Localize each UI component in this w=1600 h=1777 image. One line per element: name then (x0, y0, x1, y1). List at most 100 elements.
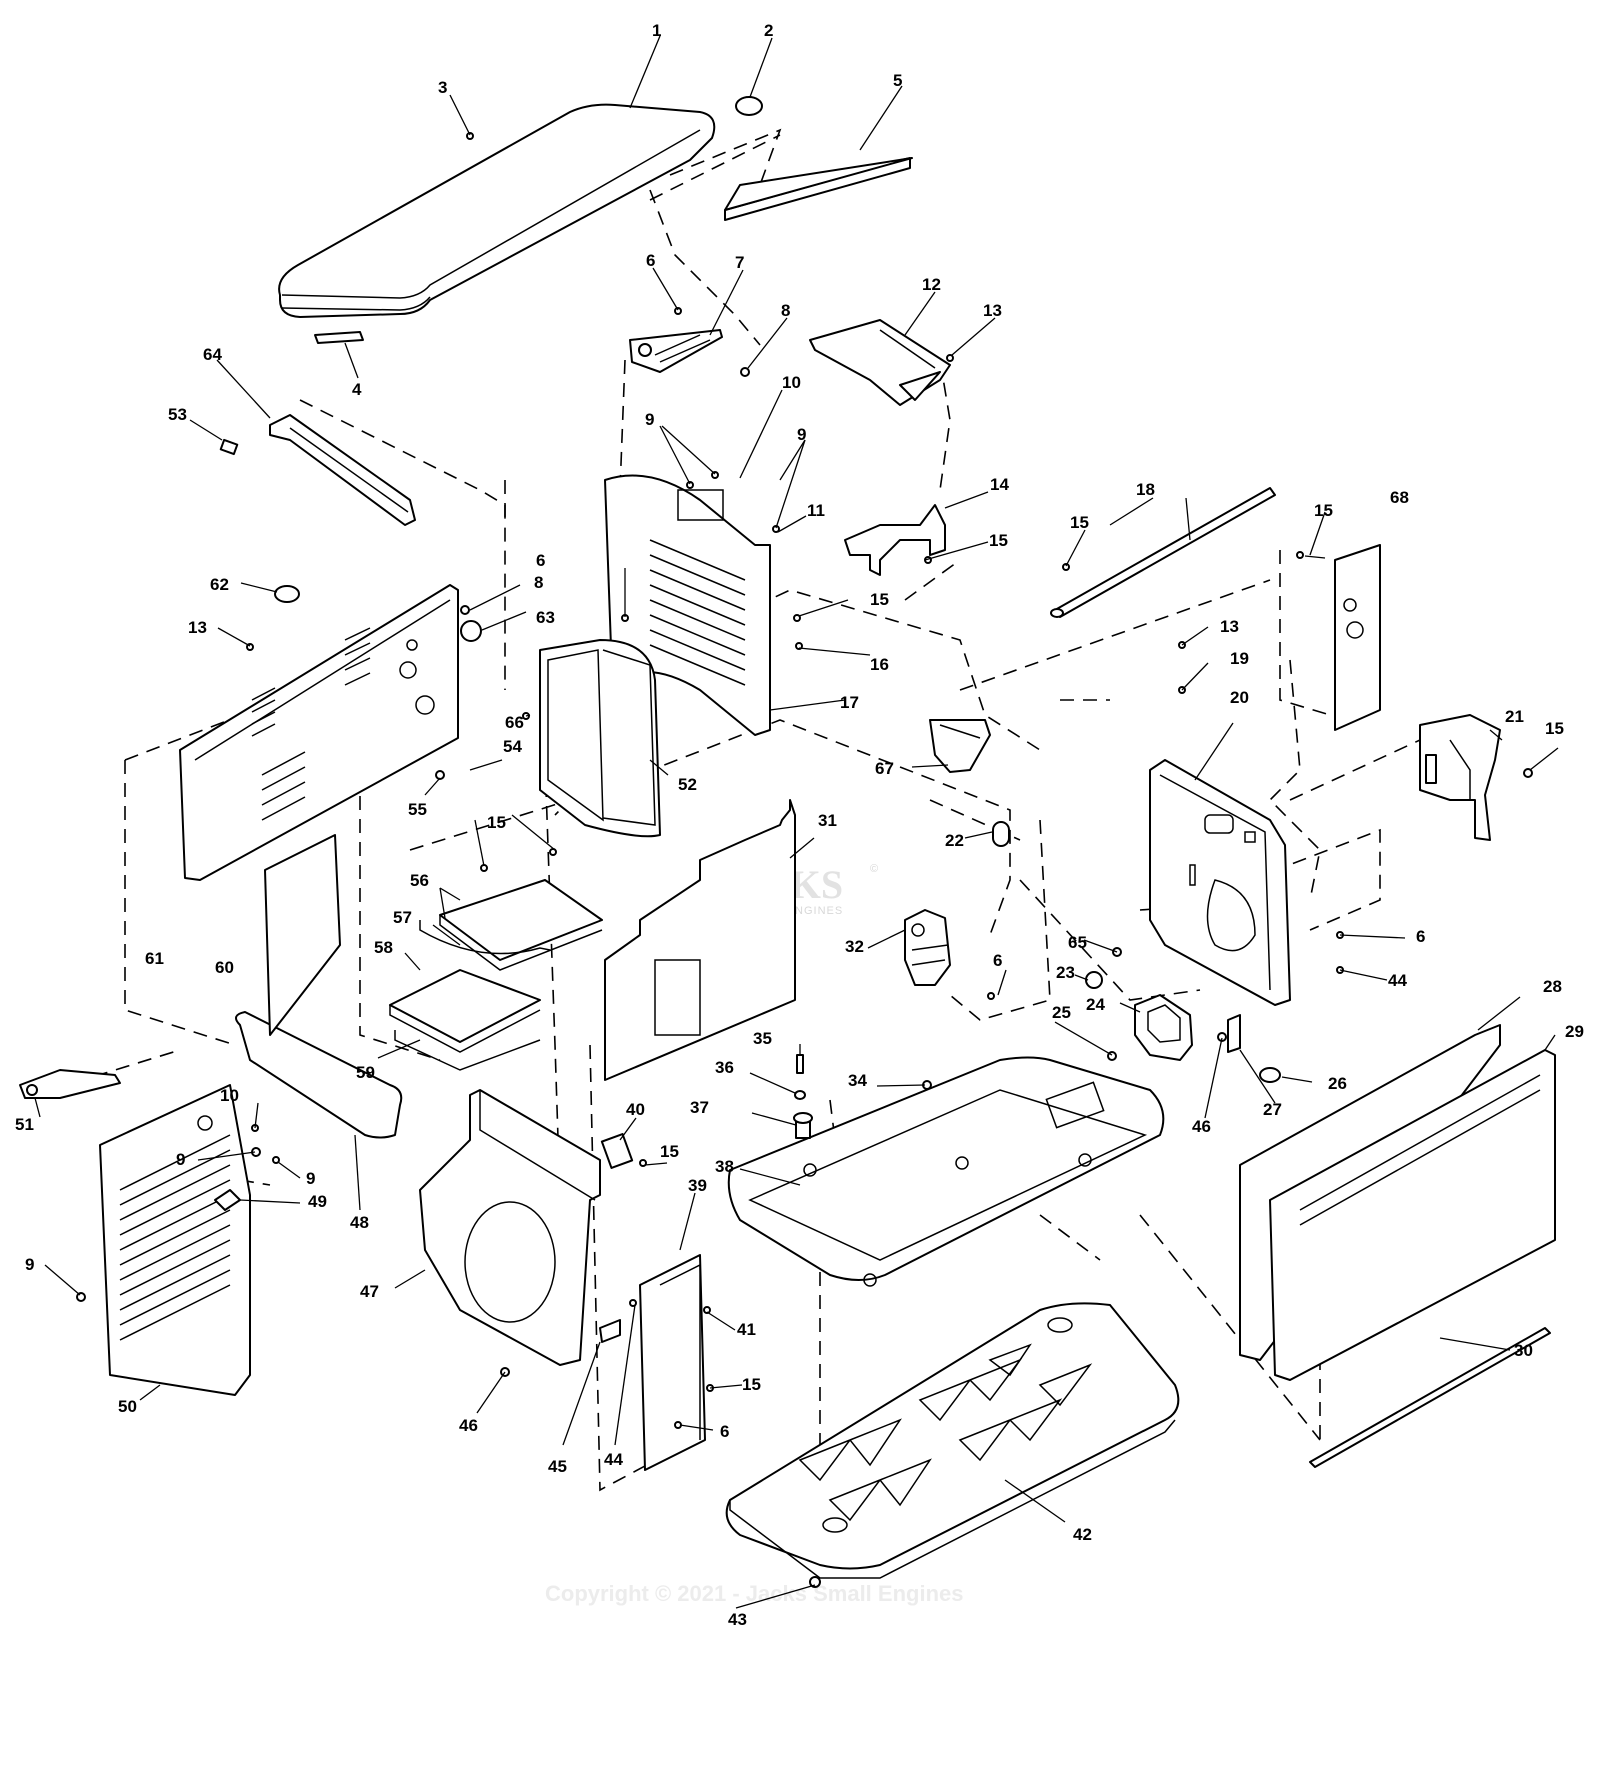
part-64-rail (269, 414, 416, 526)
callout-44: 44 (1388, 971, 1407, 990)
part-31-baffle-panel (604, 799, 796, 1081)
part-42-bottom-pan (725, 1302, 1180, 1579)
callout-9: 9 (25, 1255, 34, 1274)
callout-10: 10 (220, 1086, 239, 1105)
callout-58: 58 (374, 938, 393, 957)
callout-32: 32 (845, 937, 864, 956)
callout-36: 36 (715, 1058, 734, 1077)
callouts: 1 2 3 4 5 6 7 8 12 13 64 53 10 9 9 11 14… (15, 21, 1584, 1629)
callout-6: 6 (1416, 927, 1425, 946)
callout-59: 59 (356, 1063, 375, 1082)
callout-30: 30 (1514, 1341, 1533, 1360)
part-37-mount (793, 1112, 813, 1139)
callout-7: 7 (735, 253, 744, 272)
callout-15: 15 (1545, 719, 1564, 738)
part-4-block (314, 331, 364, 344)
callout-18: 18 (1136, 480, 1155, 499)
callout-6: 6 (536, 551, 545, 570)
part-1-top-cover (278, 103, 716, 318)
callout-24: 24 (1086, 995, 1105, 1014)
part-48-trim (235, 1011, 403, 1139)
part-32-gas-valve (904, 909, 951, 986)
callout-53: 53 (168, 405, 187, 424)
callout-54: 54 (503, 737, 522, 756)
callout-67: 67 (875, 759, 894, 778)
part-67-duct (929, 719, 991, 773)
callout-15: 15 (870, 590, 889, 609)
callout-9: 9 (306, 1169, 315, 1188)
part-12-bracket (809, 319, 951, 406)
callout-26: 26 (1328, 1074, 1347, 1093)
watermark-copyright: Copyright © 2021 - Jacks Small Engines (545, 1581, 963, 1606)
callout-56: 56 (410, 871, 429, 890)
callout-65: 65 (1068, 933, 1087, 952)
part-61-side-panel (179, 584, 459, 881)
callout-9: 9 (176, 1150, 185, 1169)
callout-15: 15 (660, 1142, 679, 1161)
callout-39: 39 (688, 1176, 707, 1195)
callout-46: 46 (459, 1416, 478, 1435)
part-45-clip (599, 1319, 621, 1343)
part-26-cap (1259, 1067, 1281, 1083)
callout-49: 49 (308, 1192, 327, 1211)
part-23-bushing (1085, 971, 1103, 989)
callout-38: 38 (715, 1157, 734, 1176)
callout-66: 66 (505, 713, 524, 732)
callout-15: 15 (742, 1375, 761, 1394)
callout-37: 37 (690, 1098, 709, 1117)
part-35-bolt (796, 1054, 804, 1074)
callout-6: 6 (646, 251, 655, 270)
part-40-bracket (600, 1133, 634, 1169)
callout-23: 23 (1056, 963, 1075, 982)
callout-9: 9 (797, 425, 806, 444)
callout-15: 15 (989, 531, 1008, 550)
callout-41: 41 (737, 1320, 756, 1339)
part-52-filter (539, 639, 661, 838)
callout-22: 22 (945, 831, 964, 850)
callout-60: 60 (215, 958, 234, 977)
part-47-fan-housing (419, 1089, 601, 1366)
part-50-front-grille (99, 1084, 251, 1396)
callout-17: 17 (840, 693, 859, 712)
callout-51: 51 (15, 1115, 34, 1134)
callout-35: 35 (753, 1029, 772, 1048)
callout-13: 13 (1220, 617, 1239, 636)
callout-15: 15 (1314, 501, 1333, 520)
part-43-foot (809, 1576, 821, 1588)
callout-45: 45 (548, 1457, 567, 1476)
callout-4: 4 (352, 380, 362, 399)
part-18-rod (1050, 487, 1276, 618)
callout-40: 40 (626, 1100, 645, 1119)
callout-21: 21 (1505, 707, 1524, 726)
leader-lines (34, 35, 1559, 1609)
callout-12: 12 (922, 275, 941, 294)
part-38-base (727, 1056, 1165, 1287)
part-62-grommet (274, 585, 300, 603)
callout-2: 2 (764, 21, 773, 40)
callout-34: 34 (848, 1071, 867, 1090)
callout-31: 31 (818, 811, 837, 830)
part-63-bushing (460, 620, 482, 642)
callout-19: 19 (1230, 649, 1249, 668)
watermark-logo-mark: © (870, 863, 879, 875)
callout-16: 16 (870, 655, 889, 674)
part-20-side-panel (1149, 759, 1291, 1006)
part-39-panel (639, 1254, 706, 1471)
callout-8: 8 (534, 573, 543, 592)
callout-47: 47 (360, 1282, 379, 1301)
callout-10: 10 (782, 373, 801, 392)
callout-6: 6 (993, 951, 1002, 970)
callout-14: 14 (990, 475, 1009, 494)
callout-3: 3 (438, 78, 447, 97)
part-58-tray (389, 969, 541, 1053)
callout-55: 55 (408, 800, 427, 819)
callout-62: 62 (210, 575, 229, 594)
callout-57: 57 (393, 908, 412, 927)
callout-6: 6 (720, 1422, 729, 1441)
callout-13: 13 (983, 301, 1002, 320)
callout-9: 9 (645, 410, 654, 429)
callout-20: 20 (1230, 688, 1249, 707)
part-2-plug (735, 96, 763, 116)
callout-50: 50 (118, 1397, 137, 1416)
callout-28: 28 (1543, 977, 1562, 996)
